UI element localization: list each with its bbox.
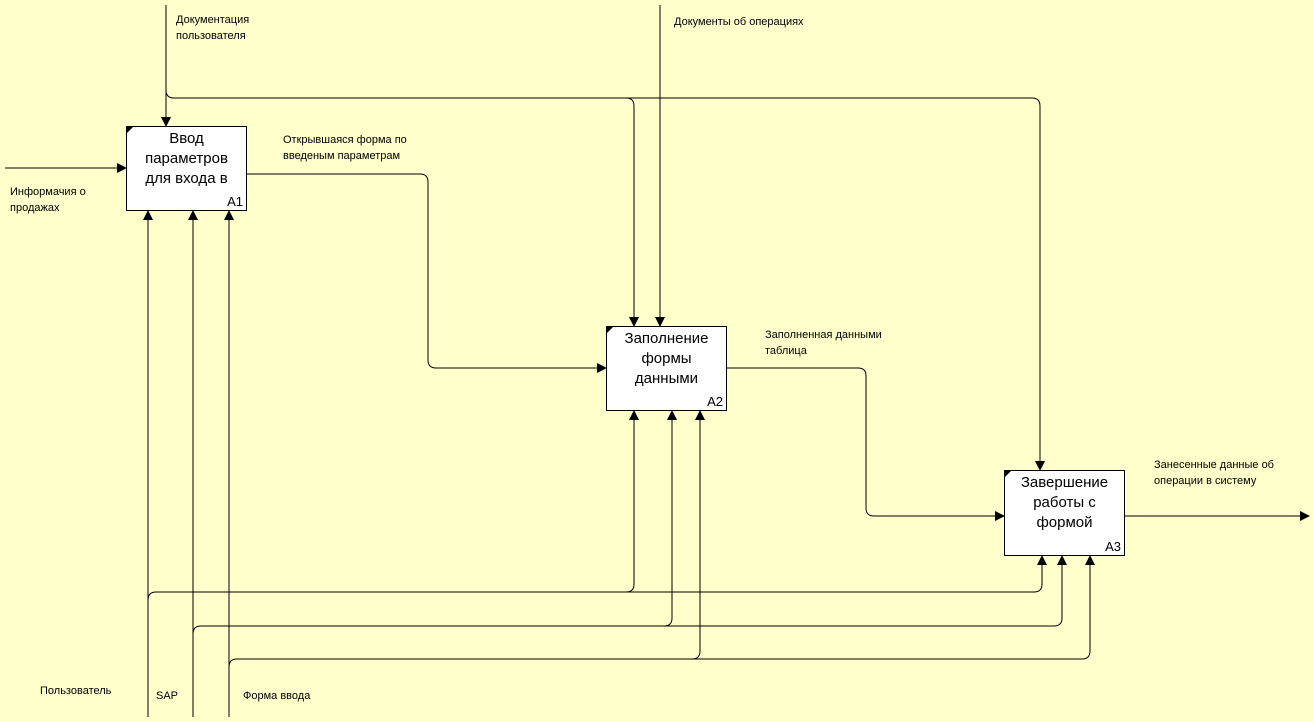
arrow-control-user-docs-to-a3	[626, 97, 1045, 471]
label-mech-sap: SAP	[156, 690, 179, 702]
label-input-info: Информачия о продажах	[10, 186, 86, 214]
arrow-flow-a1-a2	[247, 173, 607, 373]
arrow-flow-a2-a3	[727, 367, 1005, 521]
activity-number-a1: A1	[227, 194, 243, 209]
activity-box-a3[interactable]: Завершение работы с формой A3	[1004, 470, 1125, 556]
activity-box-a2[interactable]: Заполнение формы данными A2	[606, 326, 727, 411]
label-mech-form: Форма ввода	[243, 690, 311, 702]
arrow-mech-sap-a2	[192, 410, 677, 635]
arrow-mech-user-a3	[626, 555, 1047, 593]
activity-title-a1: Ввод параметров для входа в	[145, 130, 228, 187]
arrow-mech-user-a2	[147, 410, 639, 601]
activity-number-a3: A3	[1105, 539, 1121, 554]
label-control-op-docs: Документы об операциях	[674, 16, 804, 28]
arrow-mech-form-a3	[692, 555, 1095, 660]
label-flow-a2-a3: Заполненная данными таблица	[765, 329, 882, 357]
activity-title-a2: Заполнение формы данными	[624, 330, 709, 387]
label-control-user-docs: Документация пользователя	[176, 14, 250, 42]
arrow-mech-sap-a3	[664, 555, 1067, 627]
label-mech-user: Пользователь	[40, 685, 112, 697]
arrow-mech-form-a2	[228, 410, 705, 668]
activity-number-a2: A2	[707, 394, 723, 409]
label-output: Занесенные данные об операции в систему	[1154, 459, 1274, 487]
activity-title-a3: Завершение работы с формой	[1020, 474, 1109, 531]
label-flow-a1-a2: Открывшаяся форма по введеным параметрам	[283, 134, 407, 162]
activity-box-a1[interactable]: Ввод параметров для входа в A1	[126, 126, 247, 211]
